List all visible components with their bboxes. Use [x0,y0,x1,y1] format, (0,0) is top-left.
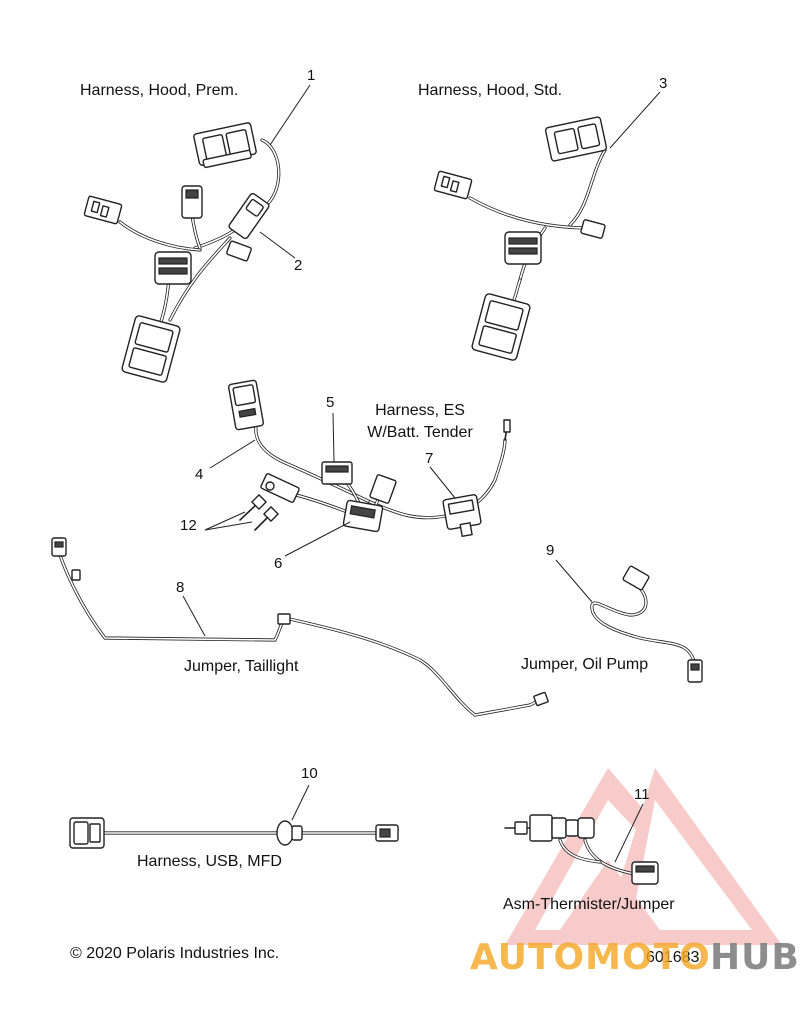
callout-11: 11 [634,786,650,803]
label-asm-thermister: Asm-Thermister/Jumper [503,896,675,913]
label-harness-es-line2: W/Batt. Tender [367,424,473,441]
harness-hood-prem-drawing [83,122,281,383]
leader-lines [182,84,661,863]
label-harness-hood-std: Harness, Hood, Std. [418,82,563,99]
callout-8: 8 [176,579,185,596]
watermark-brand-part2: HUB [710,937,800,978]
harness-hood-std-drawing [433,116,608,361]
label-jumper-oil-pump: Jumper, Oil Pump [521,656,649,673]
figure-number: 601683 [646,949,700,966]
callout-12: 12 [180,517,197,534]
label-harness-es-line1: Harness, ES [375,402,465,419]
callout-10: 10 [301,765,318,782]
screw-icon [239,494,279,531]
jumper-oil-pump-drawing [590,565,703,683]
watermark-brand-part1: AUTOMOTO [470,937,711,978]
jumper-taillight-drawing [51,537,549,717]
callout-1: 1 [307,67,316,84]
label-harness-usb-mfd: Harness, USB, MFD [137,853,282,870]
callout-2: 2 [294,257,303,274]
callout-6: 6 [274,555,283,572]
label-jumper-taillight: Jumper, Taillight [184,658,299,675]
harness-usb-mfd-drawing [69,817,399,849]
callout-3: 3 [659,75,668,92]
callout-5: 5 [326,394,335,411]
callout-7: 7 [425,450,434,467]
thermister-jumper-drawing [504,814,659,885]
callout-4: 4 [195,466,204,483]
label-harness-hood-prem: Harness, Hood, Prem. [80,82,239,99]
copyright-text: © 2020 Polaris Industries Inc. [70,945,280,962]
callout-9: 9 [546,542,555,559]
harness-es-drawing [227,379,511,538]
